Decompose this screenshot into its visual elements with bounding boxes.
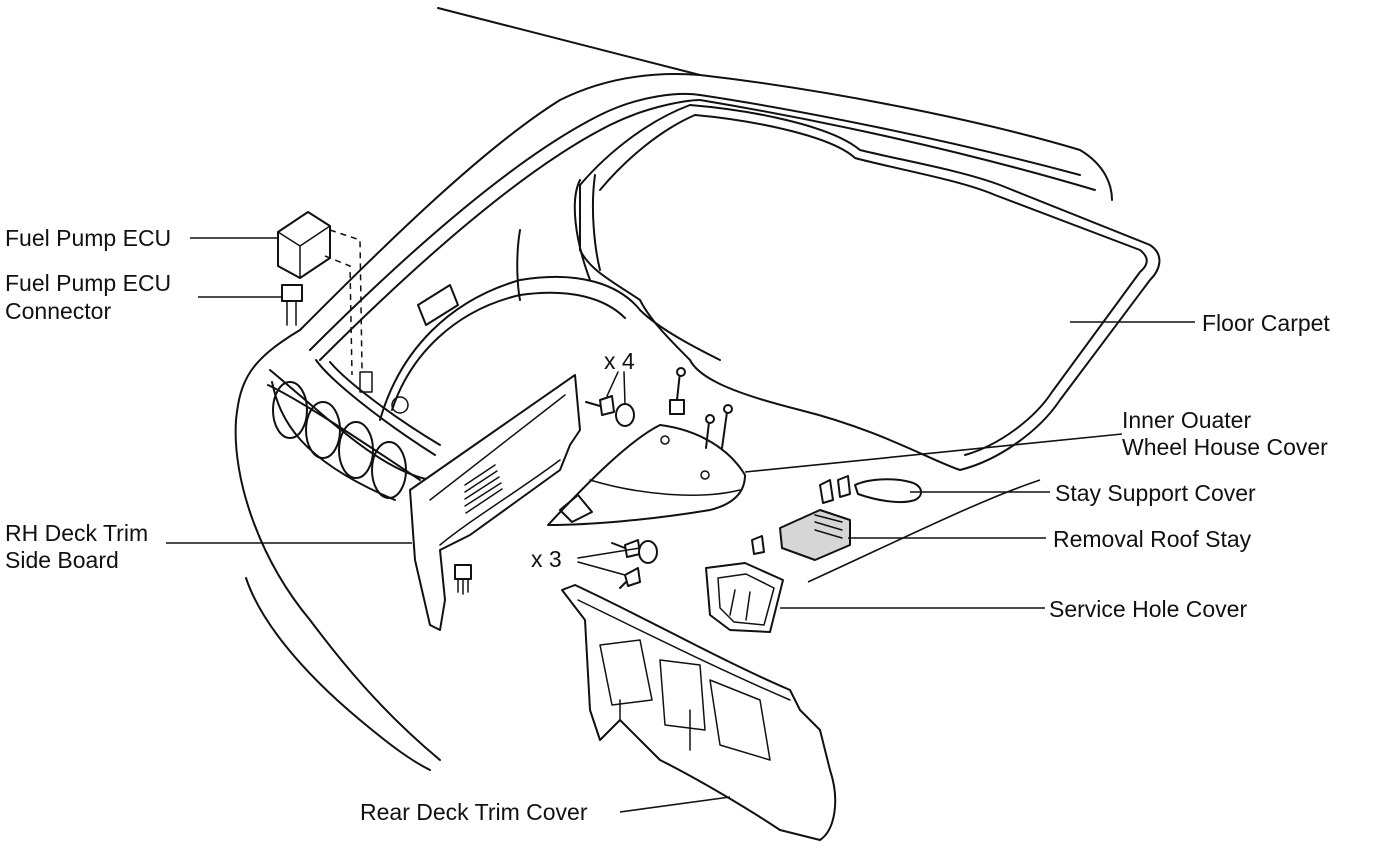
car-body: [234, 7, 1113, 771]
stay-support-cover-part: [819, 475, 922, 504]
label-inner-wheel-house-line1: Inner Ouater: [1122, 407, 1252, 433]
label-floor-carpet: Floor Carpet: [1202, 310, 1330, 336]
label-removal-roof-stay: Removal Roof Stay: [1053, 526, 1252, 552]
label-stay-support-cover: Stay Support Cover: [1055, 480, 1256, 506]
inner-wheel-house-cover-part: [547, 424, 746, 526]
vent-grille: [464, 464, 503, 514]
leader-lines: [166, 237, 1195, 813]
fuel-pump-ecu-part: [277, 211, 363, 376]
label-qty-4: x 4: [604, 348, 635, 374]
label-rear-deck-trim-cover: Rear Deck Trim Cover: [360, 799, 588, 825]
removal-roof-stay-part: [751, 509, 851, 561]
label-qty-3: x 3: [531, 546, 562, 572]
label-rh-deck-trim-line2: Side Board: [5, 547, 119, 573]
fuel-pump-ecu-connector-part: [281, 284, 303, 326]
fasteners-x3: [577, 539, 658, 589]
label-inner-wheel-house-line2: Wheel House Cover: [1122, 434, 1328, 460]
taillights: [267, 381, 421, 501]
label-rh-deck-trim-line1: RH Deck Trim: [5, 520, 149, 546]
label-fuel-pump-ecu: Fuel Pump ECU: [5, 225, 172, 251]
service-hole-cover-part: [705, 562, 784, 633]
floor-carpet-part: [579, 104, 1161, 471]
label-service-hole-cover: Service Hole Cover: [1049, 596, 1248, 622]
fasteners-x4: [585, 367, 733, 449]
rear-deck-trim-cover-part: [561, 584, 837, 841]
rh-deck-trim-side-board-part: [409, 374, 581, 631]
label-fuel-pump-ecu-connector-line1: Fuel Pump ECU: [5, 270, 172, 296]
label-fuel-pump-ecu-connector-line2: Connector: [5, 298, 112, 324]
trunk-opening: [315, 174, 721, 456]
